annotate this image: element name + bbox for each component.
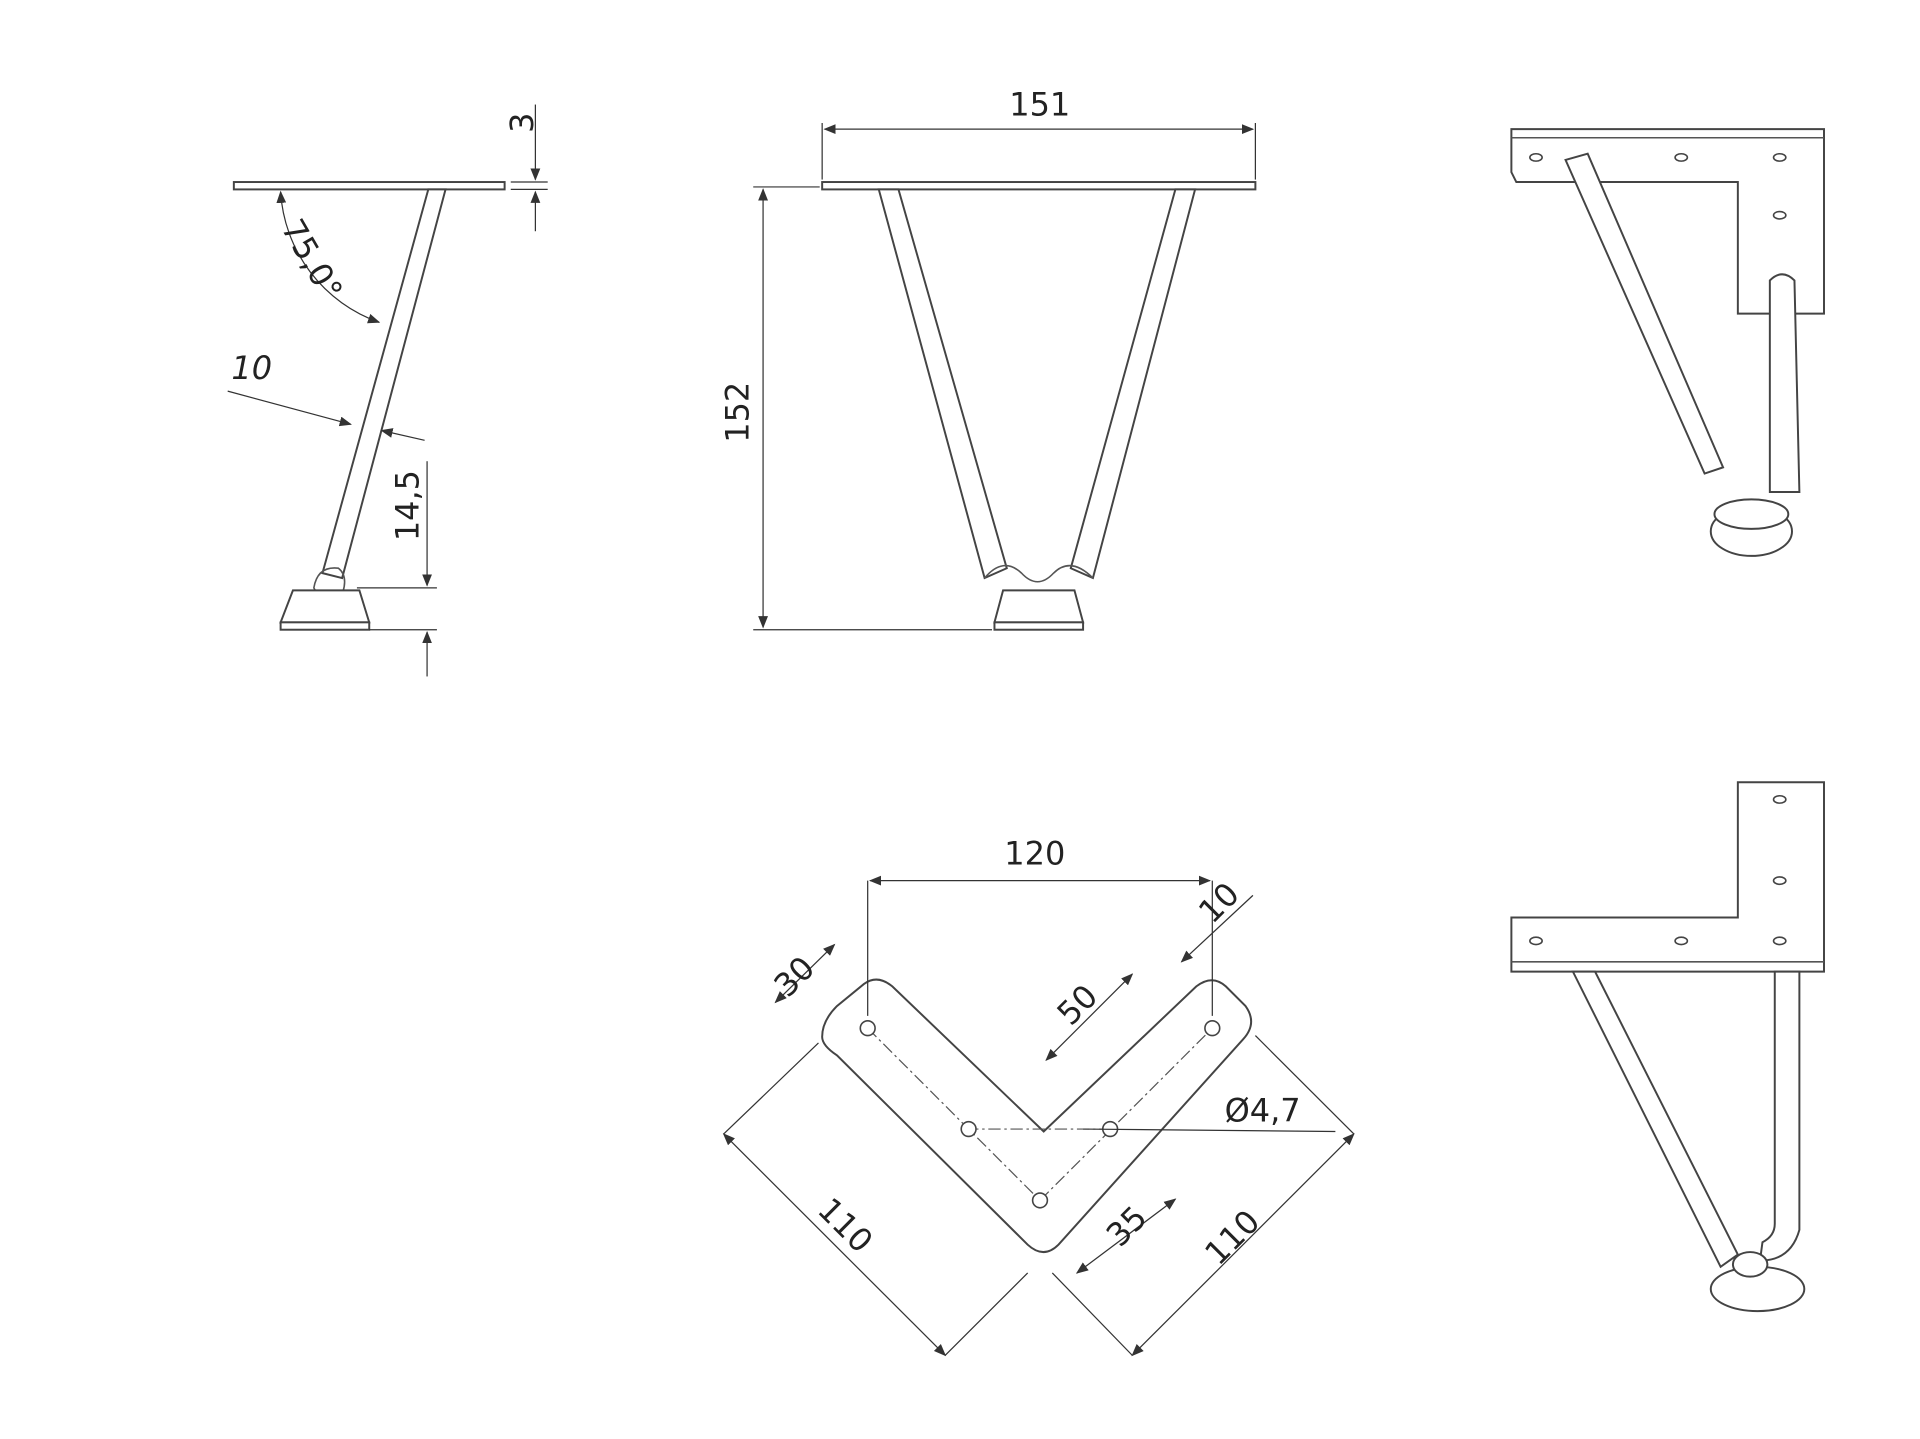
angle-label: 75,0° bbox=[274, 213, 351, 307]
hole-diameter-label: Ø4,7 bbox=[1225, 1092, 1301, 1130]
arm-length-right-label: 110 bbox=[1197, 1202, 1267, 1272]
hole-spacing-50-label: 50 bbox=[1050, 977, 1106, 1033]
plate-width-30-label: 30 bbox=[766, 949, 822, 1005]
total-height-label: 152 bbox=[718, 382, 756, 443]
iso-view-bottom bbox=[1510, 781, 1825, 1313]
plate-width-label: 151 bbox=[1009, 86, 1070, 124]
leg-diameter-label: 10 bbox=[231, 349, 272, 387]
arm-length-left-label: 110 bbox=[810, 1190, 880, 1260]
front-view: 151 152 bbox=[718, 86, 1257, 631]
span-label: 120 bbox=[1004, 835, 1065, 873]
foot-height-label: 14,5 bbox=[388, 470, 426, 541]
plate-thickness-label: 3 bbox=[503, 112, 541, 132]
hole-spacing-35-label: 35 bbox=[1099, 1198, 1155, 1254]
leg-offset-label: 10 bbox=[1191, 875, 1247, 931]
side-view: 3 75,0° 10 14,5 bbox=[227, 104, 548, 677]
iso-view-top bbox=[1510, 128, 1825, 557]
bottom-view: 120 30 10 50 Ø4,7 35 110 110 bbox=[722, 835, 1355, 1357]
